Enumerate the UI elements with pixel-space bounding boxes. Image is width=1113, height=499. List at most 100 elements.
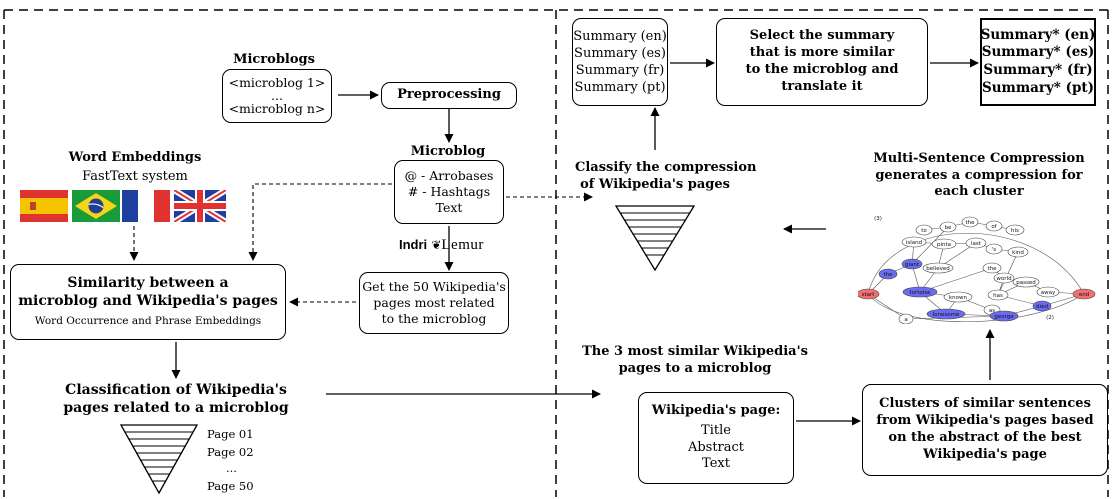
graph-node-label: away: [1041, 290, 1056, 296]
spain-flag-icon: [20, 190, 68, 222]
word-embeddings-title: Word Embeddings: [68, 150, 202, 165]
graph-node: [878, 268, 898, 280]
graph-edge: [919, 267, 993, 293]
similarity-box: Similarity between a microblog and Wikip…: [10, 264, 286, 340]
graph-node: [982, 262, 1002, 274]
uk-flag-icon: [172, 187, 228, 225]
graph-node-label: the: [987, 266, 997, 272]
get-pages-line: Get the 50 Wikipedia's: [362, 278, 506, 294]
graph-node: [939, 221, 957, 233]
microblog-box: @ - Arrobases # - Hashtags Text: [394, 160, 504, 224]
microblog-item: <microblog 1>: [228, 74, 326, 90]
select-line: that is more similar: [749, 45, 895, 61]
graph-node-label: be: [945, 225, 952, 231]
graph-node: [922, 262, 954, 274]
text-label: Text: [435, 200, 463, 216]
graph-node-label: as: [989, 308, 995, 314]
graph-node: [943, 291, 973, 303]
final-summary-fr: Summary* (fr): [983, 62, 1093, 78]
graph-node-label: (2): [1046, 315, 1054, 321]
fasttext-label: FastText system: [82, 169, 188, 184]
select-summary-box: Select the summary that is more similar …: [716, 18, 928, 106]
graph-node-label: start: [862, 292, 876, 298]
graph-node-label: to: [921, 228, 927, 234]
get-pages-line: to the microblog: [381, 311, 487, 327]
similarity-title-line: Similarity between a: [67, 275, 229, 292]
graph-node: [1072, 288, 1096, 300]
hashtags-label: # - Hashtags: [407, 183, 491, 199]
indri-text: Indri: [399, 237, 428, 252]
final-summaries-box: Summary* (en) Summary* (es) Summary* (fr…: [980, 18, 1096, 106]
france-flag-icon: [122, 190, 170, 222]
graph-node-label: died: [1036, 304, 1048, 310]
graph-node-label: passed: [1016, 280, 1035, 286]
select-line: translate it: [781, 78, 863, 94]
graph-node-label: world: [996, 276, 1011, 282]
funnel-left: [119, 424, 199, 495]
page-50-label: Page 50: [207, 479, 254, 493]
graph-node-label: known: [949, 295, 968, 301]
msc-line: generates a compression for: [875, 167, 1083, 183]
microblog-item: <microblog n>: [228, 101, 326, 116]
field-title: Title: [701, 422, 731, 438]
wikipedia-page-box: Wikipedia's page: Title Abstract Text: [638, 392, 794, 484]
graph-node: [985, 243, 1003, 255]
graph-node-label: has: [993, 293, 1003, 299]
field-text: Text: [702, 456, 730, 472]
graph-node: [1007, 246, 1029, 258]
graph-node-label: of: [991, 224, 997, 230]
three-similar-line: The 3 most similar Wikipedia's: [582, 344, 808, 359]
classify-line: of Wikipedia's pages: [580, 176, 730, 192]
graph-node-label: 's: [992, 247, 997, 253]
graph-node: [858, 288, 880, 300]
graph-edge: [911, 226, 949, 265]
page-01-label: Page 01: [207, 427, 254, 441]
graph-node-label: a: [904, 317, 907, 323]
three-similar-line: pages to a microblog: [618, 360, 772, 376]
graph-node-label: lonesome: [933, 312, 960, 318]
three-similar-label: The 3 most similar Wikipedia's pages to …: [560, 344, 830, 377]
get-pages-box: Get the 50 Wikipedia's pages most relate…: [359, 272, 509, 334]
classify-line: Classify the compression: [575, 160, 757, 175]
final-summary-es: Summary* (es): [981, 44, 1095, 61]
graph-node-label: last: [971, 241, 982, 247]
graph-node: [931, 238, 957, 250]
graph-node-label: giant: [905, 262, 920, 268]
msc-line: each cluster: [934, 184, 1024, 200]
similarity-subtitle: Word Occurrence and Phrase Embeddings: [34, 315, 262, 328]
classification-title-line: Classification of Wikipedia's: [65, 382, 287, 398]
graph-node-label: end: [1079, 292, 1089, 298]
graph-node-label: tortoise: [909, 290, 931, 296]
indri-lemur-label: Indri ❦Lemur: [399, 236, 549, 255]
msc-line: Multi-Sentence Compression: [873, 151, 1085, 166]
preprocessing-box: Preprocessing: [381, 82, 517, 109]
graph-node: [915, 224, 933, 236]
graph-node: [961, 216, 979, 228]
graph-node: [901, 236, 927, 248]
graph-node: [1036, 286, 1060, 298]
graph-node: [926, 308, 966, 320]
classification-title-line: pages related to a microblog: [63, 399, 289, 416]
wikipedia-page-title: Wikipedia's page:: [651, 403, 781, 419]
summary-es: Summary (es): [574, 45, 666, 61]
graph-node: [987, 289, 1009, 301]
graph-node-label: the: [883, 272, 893, 278]
graph-node: [1032, 300, 1052, 312]
brazil-flag-icon: [72, 190, 120, 222]
funnel-classify: [614, 205, 696, 272]
graph-node: [898, 313, 914, 324]
microblogs-title: Microblogs: [233, 52, 315, 67]
dashed-arrow-microblog-similarity: [248, 183, 392, 261]
clusters-line: Clusters of similar sentences: [879, 396, 1091, 412]
graph-node: [902, 286, 938, 298]
get-pages-line: pages most related: [373, 294, 495, 310]
select-line: to the microblog and: [745, 62, 899, 77]
clusters-line: on the abstract of the best: [888, 430, 1082, 445]
graph-node-label: (3): [874, 216, 882, 222]
microblog-item: ...: [271, 88, 283, 103]
summary-pt: Summary (pt): [574, 80, 666, 96]
clusters-line: from Wikipedia's pages based: [876, 413, 1094, 429]
graph-node: [985, 220, 1003, 232]
